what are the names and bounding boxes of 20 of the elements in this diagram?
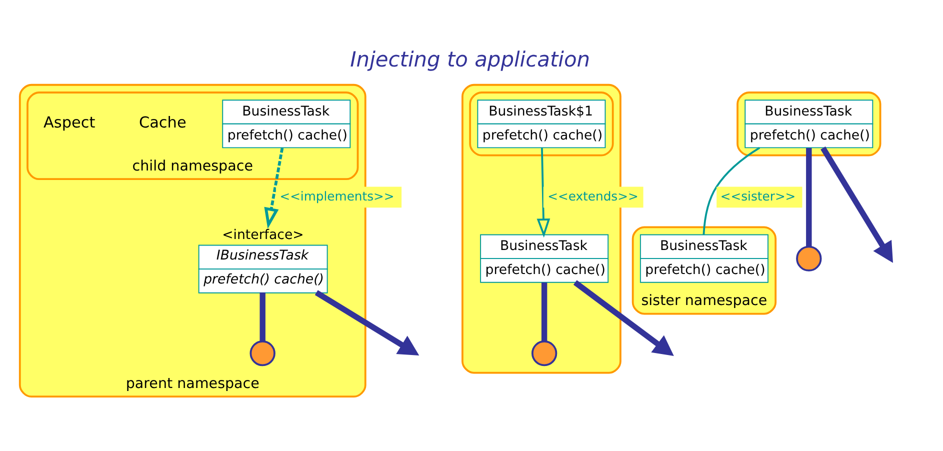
node-label: <interface>	[222, 228, 304, 243]
label: Aspect	[44, 114, 96, 132]
arrow	[573, 280, 674, 356]
connector	[260, 292, 266, 342]
cluster	[736, 92, 882, 156]
arrow	[264, 148, 284, 229]
label: Cache	[138, 114, 186, 132]
diagram-title: Injecting to application	[350, 47, 590, 72]
node-circle	[531, 340, 558, 366]
edge-label: <<extends>>	[548, 189, 638, 204]
cluster	[469, 92, 614, 156]
arrow	[314, 290, 420, 356]
connector	[541, 282, 548, 342]
node-circle	[796, 246, 822, 272]
connector	[702, 146, 760, 235]
edge-label: <<sister>>	[720, 189, 796, 204]
arrow	[536, 148, 550, 238]
arrow	[820, 146, 893, 263]
node-circle	[250, 340, 276, 366]
connector	[806, 148, 812, 247]
